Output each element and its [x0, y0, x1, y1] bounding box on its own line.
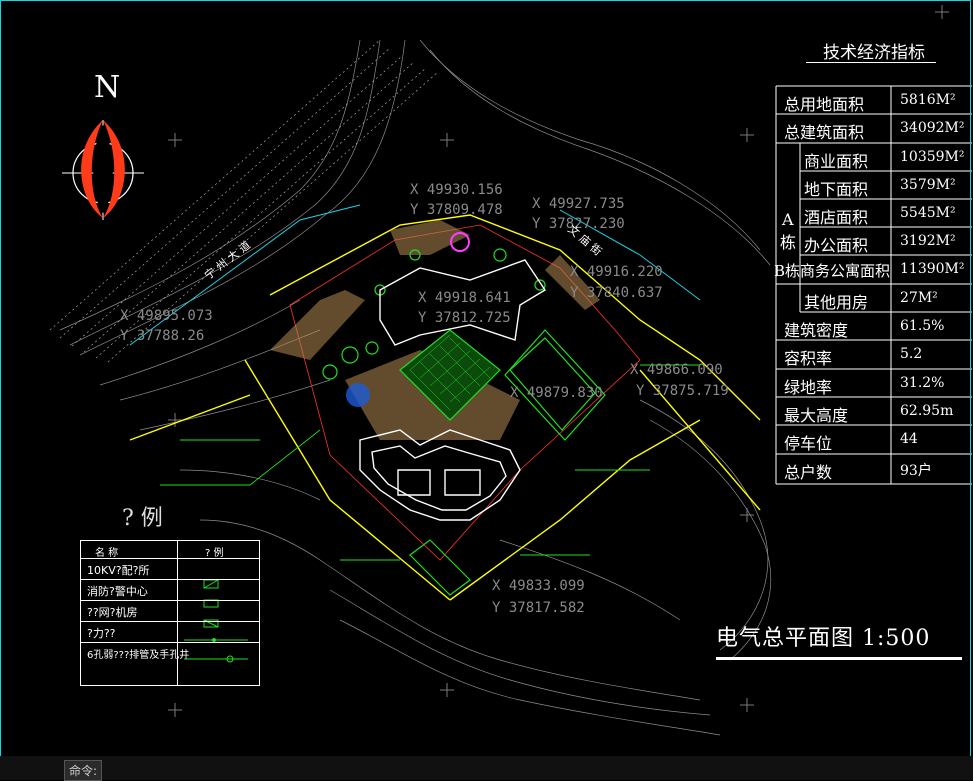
tech-table-row: 办公面积 3192M²	[776, 227, 972, 255]
row-value: 27M²	[900, 290, 938, 306]
row-value: 31.2%	[900, 375, 945, 391]
tech-table-title: 技术经济指标	[823, 43, 925, 63]
row-value: 62.95m	[900, 403, 954, 419]
row-value: 10359M²	[900, 149, 965, 165]
legend-divider	[177, 541, 178, 685]
legend-item-name: ??网?机房	[87, 606, 138, 619]
coord-label: Y 37840.637	[570, 285, 663, 301]
row-value: 61.5%	[900, 318, 945, 334]
buildings	[359, 259, 546, 521]
row-value: 5.2	[900, 346, 923, 362]
north-compass	[62, 120, 144, 220]
coord-label: X 49918.641	[418, 290, 511, 306]
row-label: 建筑密度	[784, 321, 849, 340]
tech-table-row: 停车位 44	[776, 425, 972, 453]
row-value: 5816M²	[900, 92, 956, 108]
tech-table-row: 容积率 5.2	[776, 340, 972, 368]
coord-label: Y 37827.230	[532, 216, 625, 232]
legend-item-name: 消防?警中心	[87, 585, 148, 598]
cable-routes	[160, 364, 700, 561]
tech-table-row: B栋商务公寓面积 11390M²	[774, 255, 972, 283]
coord-label: Y 37809.478	[410, 202, 503, 218]
legend-row: 10KV?配?所	[81, 558, 259, 580]
legend-item-name: 10KV?配?所	[87, 564, 150, 577]
drawing-title-underline	[716, 657, 962, 660]
row-label: 绿地率	[784, 378, 833, 397]
road-edge-right	[559, 209, 701, 301]
row-label: 其他用房	[804, 293, 869, 312]
row-label: 停车位	[784, 434, 833, 453]
legend-row: 消防?警中心	[81, 579, 259, 601]
coord-label: X 49879.830	[510, 385, 603, 401]
row-label: 总户数	[784, 463, 833, 482]
command-prompt[interactable]: 命令:	[64, 760, 103, 781]
row-value: 3579M²	[900, 177, 956, 193]
legend-item-name: ?力??	[87, 627, 116, 640]
coord-label: X 49895.073	[120, 308, 213, 324]
row-value: 3192M²	[900, 233, 956, 249]
tech-table-row: 总建筑面积 34092M²	[776, 114, 972, 142]
legend-header-name: 名 称	[95, 548, 119, 559]
command-line-bar[interactable]	[0, 756, 973, 780]
green-grid	[409, 334, 491, 411]
water-feature	[346, 383, 370, 407]
tech-table-row: 商业面积 10359M²	[776, 143, 972, 171]
legend-row: 6孔弱???排管及手孔井	[81, 642, 259, 664]
row-label: 总建筑面积	[784, 123, 865, 142]
row-value: 5545M²	[900, 205, 956, 221]
drawing-title: 电气总平面图 1:500	[716, 626, 931, 651]
road-slope-hatch	[49, 39, 439, 363]
coord-label: X 49833.099	[492, 578, 585, 594]
row-label: 办公面积	[804, 236, 869, 255]
title-underline	[806, 62, 936, 63]
tech-table-row: 其他用房 27M²	[776, 284, 972, 312]
row-label: 地下面积	[804, 180, 869, 199]
row-value: 44	[900, 431, 918, 447]
road-edge	[129, 204, 361, 346]
site-boundary	[129, 214, 761, 601]
tech-table-grid	[775, 85, 972, 485]
coord-label: X 49930.156	[410, 182, 503, 198]
group-label: A	[782, 210, 794, 229]
row-label: 最大高度	[784, 406, 849, 425]
tech-table-row: 绿地率 31.2%	[776, 369, 972, 397]
row-label: 商业面积	[804, 152, 869, 171]
grid-crosshairs	[168, 5, 949, 717]
roundabout	[450, 232, 470, 252]
legend-title: ? 例	[122, 506, 163, 531]
coord-label: X 49927.735	[532, 196, 625, 212]
group-label: 栋	[780, 233, 797, 252]
tech-table-row: 总用地面积 5816M²	[776, 86, 972, 114]
row-label: 总用地面积	[784, 95, 865, 114]
row-label: 容积率	[784, 349, 833, 368]
tech-table-row: 总户数 93户	[776, 454, 972, 482]
tech-table-row: 建筑密度 61.5%	[776, 312, 972, 340]
row-label: 酒店面积	[804, 208, 869, 227]
legend-row: ?力??	[81, 621, 259, 643]
row-label: B栋商务公寓面积	[774, 262, 891, 280]
legend-row: ??网?机房	[81, 600, 259, 622]
legend-item-name: 6孔弱???排管及手孔井	[87, 650, 190, 661]
legend-symbols	[184, 579, 248, 663]
tech-table-row: 酒店面积 5545M²	[776, 199, 972, 227]
row-value: 93户	[900, 463, 932, 479]
tech-table-row: 地下面积 3579M²	[776, 171, 972, 199]
coord-label: Y 37812.725	[418, 310, 511, 326]
row-value: 34092M²	[900, 120, 965, 136]
legend-header-symbol: ? 例	[205, 548, 224, 559]
legend-table: 名 称 ? 例 10KV?配?所 消防?警中心 ??网?机房 ?力?? 6孔弱?…	[80, 540, 260, 686]
coord-label: Y 37788.26	[120, 328, 205, 344]
coord-label: Y 37817.582	[492, 600, 585, 616]
tech-table-row: 最大高度 62.95m	[776, 397, 972, 425]
coord-label: X 49916.220	[570, 264, 663, 280]
green-areas	[322, 248, 606, 596]
north-label: N	[94, 70, 121, 105]
coord-label: X 49866.090	[630, 362, 723, 378]
coord-label: Y 37875.719	[636, 383, 729, 399]
row-value: 11390M²	[900, 261, 965, 277]
